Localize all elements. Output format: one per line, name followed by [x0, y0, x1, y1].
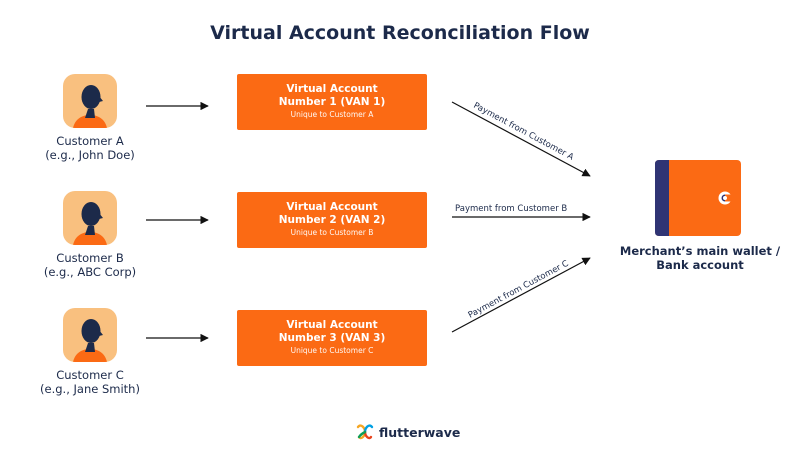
person-icon: [73, 319, 107, 362]
diagram-title: Virtual Account Reconciliation Flow: [210, 22, 590, 44]
customer-a-label: Customer A (e.g., John Doe): [20, 134, 160, 162]
van-2-line2: Number 2 (VAN 2): [278, 214, 386, 226]
customer-a-example: (e.g., John Doe): [45, 148, 135, 162]
customer-a-avatar: [63, 74, 117, 128]
customer-c-name: Customer C: [56, 368, 124, 382]
payment-a-label: Payment from Customer A: [472, 101, 576, 163]
wallet-icon: [655, 160, 741, 236]
van-1-line1: Virtual Account: [286, 83, 378, 95]
van-1-line3: Unique to Customer A: [290, 110, 374, 119]
van-1-line2: Number 1 (VAN 1): [278, 96, 386, 108]
customer-b-name: Customer B: [56, 251, 124, 265]
flutterwave-logo-icon: [356, 424, 374, 440]
customer-c-label: Customer C (e.g., Jane Smith): [20, 368, 160, 396]
van-2-line3: Unique to Customer B: [290, 228, 374, 237]
van-3-line3: Unique to Customer C: [290, 346, 374, 355]
van-2-box: Virtual Account Number 2 (VAN 2) Unique …: [237, 192, 427, 248]
payment-b-label: Payment from Customer B: [455, 204, 567, 214]
customer-c-example: (e.g., Jane Smith): [40, 382, 140, 396]
customer-b-avatar: [63, 191, 117, 245]
merchant-wallet: [655, 160, 741, 236]
van-2-line1: Virtual Account: [286, 201, 378, 213]
payment-c-label: Payment from Customer C: [467, 259, 571, 321]
person-icon: [73, 202, 107, 245]
flutterwave-logo: flutterwave: [356, 424, 460, 440]
customer-c-avatar: [63, 308, 117, 362]
customer-b-example: (e.g., ABC Corp): [43, 265, 137, 279]
merchant-wallet-label: Merchant’s main wallet / Bank account: [610, 244, 790, 272]
van-1-to-wallet-arrow: [451, 101, 591, 177]
customer-b-label: Customer B (e.g., ABC Corp): [20, 251, 160, 279]
merchant-wallet-line1: Merchant’s main wallet /: [619, 244, 781, 258]
customer-a-name: Customer A: [56, 134, 124, 148]
person-icon: [73, 85, 107, 128]
merchant-wallet-line2: Bank account: [656, 258, 744, 272]
van-3-line2: Number 3 (VAN 3): [278, 332, 386, 344]
flutterwave-wordmark: flutterwave: [379, 424, 461, 440]
van-3-box: Virtual Account Number 3 (VAN 3) Unique …: [237, 310, 427, 366]
van-3-line1: Virtual Account: [286, 319, 378, 331]
van-1-box: Virtual Account Number 1 (VAN 1) Unique …: [237, 74, 427, 130]
van-3-to-wallet-arrow: [451, 257, 591, 333]
